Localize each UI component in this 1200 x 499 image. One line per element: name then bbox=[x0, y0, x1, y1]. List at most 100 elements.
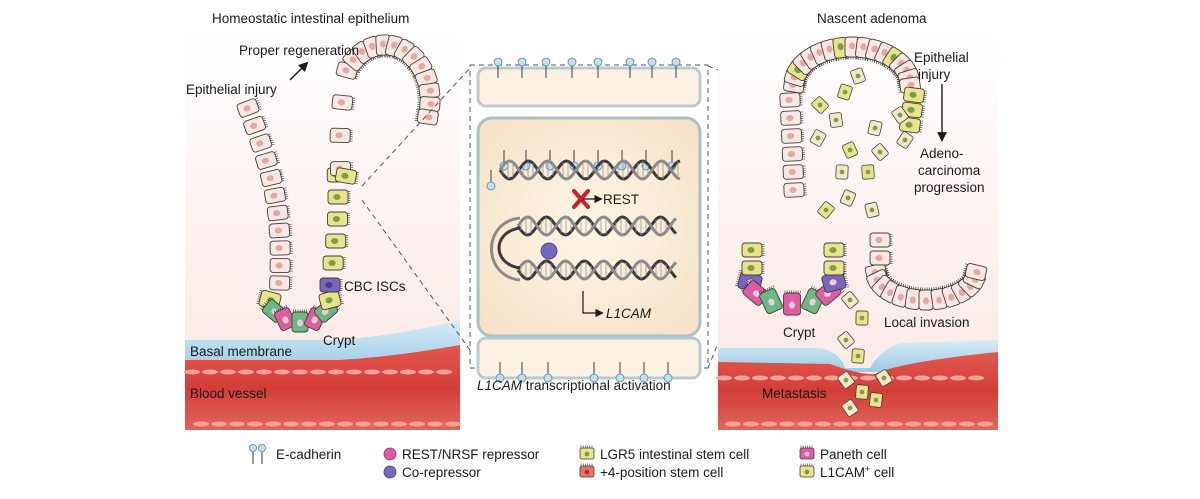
endothelial-cell bbox=[761, 422, 777, 427]
adenoma-crypt-cell bbox=[784, 291, 801, 316]
center-panel: REST L1CAM L1CAM transcriptional activat… bbox=[470, 58, 708, 393]
endothelial-cell bbox=[184, 370, 200, 375]
endothelial-cell bbox=[950, 376, 966, 381]
villus-cell bbox=[332, 94, 356, 110]
epithelial-cell bbox=[267, 204, 291, 221]
endothelial-cell bbox=[968, 376, 984, 381]
epithelial-injury-label: Epithelial injury bbox=[186, 82, 277, 97]
epithelial-cell bbox=[270, 276, 293, 291]
endothelial-cell bbox=[274, 370, 290, 375]
left-panel: Homeostatic intestinal epithelium Proper… bbox=[184, 11, 461, 430]
metastatic-cell bbox=[869, 392, 883, 407]
right-epithelial-label: Epithelial bbox=[914, 50, 969, 65]
lgr5-cell bbox=[824, 243, 847, 257]
rest-label: REST bbox=[603, 192, 639, 207]
l1cam-positive-cell bbox=[829, 112, 843, 128]
legend-l1cam-cell: L1CAM+ cell bbox=[820, 464, 894, 480]
endothelial-cell bbox=[301, 422, 317, 427]
basal-membrane-label: Basal membrane bbox=[190, 344, 292, 359]
co-repressor-legend-icon bbox=[384, 466, 396, 478]
endothelial-cell bbox=[283, 422, 299, 427]
lgr5-cell bbox=[742, 243, 765, 257]
lgr5-cell bbox=[742, 261, 765, 275]
lgr5-cell bbox=[824, 261, 847, 275]
adenoma-cell bbox=[784, 182, 807, 197]
lgr5-cell bbox=[326, 234, 349, 248]
center-bottom-cell bbox=[478, 338, 700, 378]
endothelial-cell bbox=[815, 422, 831, 427]
lgr5-cell bbox=[323, 256, 346, 270]
endothelial-cell bbox=[905, 422, 921, 427]
epithelial-cell bbox=[270, 258, 293, 272]
co-repressor-in-nucleus bbox=[541, 243, 557, 259]
endothelial-cell bbox=[806, 376, 822, 381]
center-caption: L1CAM transcriptional activation bbox=[477, 378, 671, 393]
caption-text: transcriptional activation bbox=[526, 378, 671, 393]
lgr5-legend-icon bbox=[580, 446, 594, 460]
caption-gene: L1CAM bbox=[477, 378, 523, 393]
endothelial-cell bbox=[932, 376, 948, 381]
endothelial-cell bbox=[896, 376, 912, 381]
metastatic-cell bbox=[852, 349, 865, 364]
l1cam-positive-cell bbox=[868, 120, 883, 136]
legend-plus4: +4-position stem cell bbox=[600, 465, 723, 480]
endothelial-cell bbox=[373, 422, 389, 427]
invading-cell bbox=[870, 251, 893, 265]
endothelial-cell bbox=[779, 422, 795, 427]
metastasis-label: Metastasis bbox=[762, 386, 827, 401]
endothelial-cell bbox=[887, 422, 903, 427]
epithelial-cell bbox=[270, 241, 293, 255]
endothelial-cell bbox=[220, 370, 236, 375]
adenoma-cell bbox=[780, 92, 803, 107]
legend: E-cadherin REST/NRSF repressor Co-repres… bbox=[249, 444, 894, 480]
endothelial-cell bbox=[788, 376, 804, 381]
endothelial-cell bbox=[319, 422, 335, 427]
endothelial-cell bbox=[797, 422, 813, 427]
legend-paneth: Paneth cell bbox=[820, 447, 887, 462]
endothelial-cell bbox=[364, 370, 380, 375]
cbc-stem-cell bbox=[320, 278, 343, 292]
l1cam-positive-cell bbox=[836, 165, 848, 179]
villus-cell bbox=[330, 128, 353, 143]
legend-e-cadherin: E-cadherin bbox=[276, 447, 341, 462]
endothelial-cell bbox=[716, 376, 732, 381]
endothelial-cell bbox=[328, 370, 344, 375]
l1cam-gene-label: L1CAM bbox=[606, 306, 652, 321]
endothelial-cell bbox=[193, 422, 209, 427]
legend-lgr5: LGR5 intestinal stem cell bbox=[600, 447, 749, 462]
l1cam-positive-cell bbox=[862, 165, 875, 180]
endothelial-cell bbox=[382, 370, 398, 375]
right-injury-label: injury bbox=[918, 67, 951, 82]
blood-vessel-label: Blood vessel bbox=[190, 386, 267, 401]
local-invasion-label: Local invasion bbox=[884, 315, 970, 330]
endothelial-cell bbox=[860, 376, 876, 381]
endothelial-cell bbox=[409, 422, 425, 427]
endothelial-cell bbox=[418, 370, 434, 375]
center-nucleus-cell bbox=[478, 118, 700, 336]
endothelial-cell bbox=[851, 422, 867, 427]
endothelial-cell bbox=[427, 422, 443, 427]
endothelial-cell bbox=[977, 422, 993, 427]
endothelial-cell bbox=[743, 422, 759, 427]
cbc-iscs-label: CBC ISCs bbox=[344, 279, 406, 294]
endothelial-cell bbox=[337, 422, 353, 427]
endothelial-cell bbox=[445, 422, 461, 427]
adenoma-cell bbox=[780, 110, 803, 125]
right-panel: Nascent adenoma Epithelial injury Adeno-… bbox=[716, 11, 998, 430]
adeno-label: Adeno- bbox=[920, 146, 964, 161]
endothelial-cell bbox=[355, 422, 371, 427]
endothelial-cell bbox=[833, 422, 849, 427]
endothelial-cell bbox=[959, 422, 975, 427]
endothelial-cell bbox=[436, 370, 452, 375]
paneth-legend-icon bbox=[800, 446, 814, 460]
endothelial-cell bbox=[725, 422, 741, 427]
left-crypt-label: Crypt bbox=[323, 333, 356, 348]
right-crypt-label: Crypt bbox=[783, 325, 816, 340]
e-cadherin-legend-icon bbox=[249, 444, 265, 464]
l1cam-legend-icon bbox=[800, 464, 814, 478]
left-title: Homeostatic intestinal epithelium bbox=[212, 11, 409, 26]
endothelial-cell bbox=[400, 370, 416, 375]
endothelial-cell bbox=[770, 376, 786, 381]
endothelial-cell bbox=[247, 422, 263, 427]
